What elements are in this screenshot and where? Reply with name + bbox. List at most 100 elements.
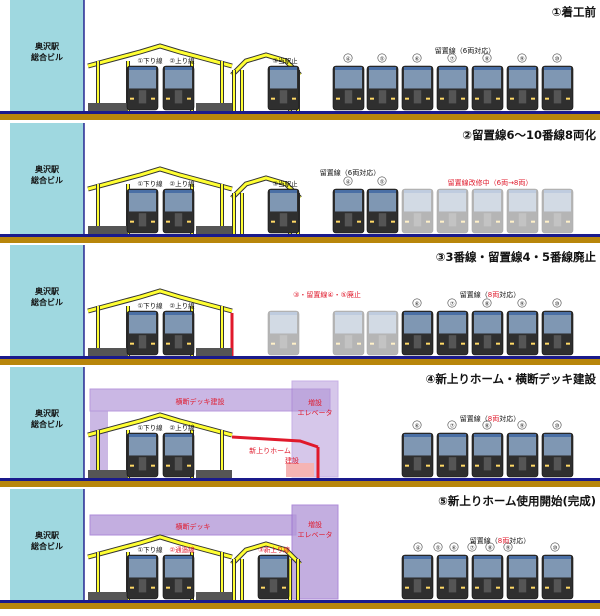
train-destination-board [165, 556, 192, 559]
train-destination-board [544, 67, 571, 70]
rail-line [0, 356, 600, 359]
station-building [10, 367, 84, 478]
track-number-text: ⑩ [555, 300, 560, 307]
storage-label-part: 留置線（ [460, 414, 488, 423]
train-track-1 [126, 432, 159, 478]
train-headlight-left [405, 220, 409, 223]
train-body [366, 310, 399, 356]
train-headlight-left [336, 342, 340, 345]
track-number-text: ⑦ [450, 55, 455, 62]
train-door [518, 579, 527, 593]
track-number: ⑧ [482, 53, 492, 63]
storage-train [541, 188, 574, 234]
building-label: 総合ビル [31, 175, 63, 185]
building-label: 総合ビル [31, 297, 63, 307]
train-door [378, 90, 387, 104]
train-headlight-left [271, 342, 275, 345]
track-number: ⑧ [482, 298, 492, 308]
train-headlight-right [426, 220, 430, 223]
train-headlight-right [566, 220, 570, 223]
train-track-3 [267, 188, 300, 234]
train-headlight-right [151, 464, 155, 467]
storage-train [436, 65, 469, 111]
train-windscreen [335, 193, 362, 212]
train-headlight-right [357, 97, 361, 100]
stage-title: ②留置線6～10番線8両化 [462, 128, 596, 142]
train-windscreen [474, 70, 501, 89]
train-door [553, 90, 562, 104]
stage-title: ③3番線・留置線4・5番線廃止 [436, 250, 597, 264]
train-windscreen [509, 193, 536, 212]
train-destination-board [369, 190, 396, 193]
track-number-text: ⑩ [553, 544, 558, 551]
train-door [138, 90, 147, 104]
train-door [279, 213, 288, 227]
storage-train [541, 65, 574, 111]
train-headlight-right [151, 342, 155, 345]
track-number-text: ⑥ [452, 545, 457, 551]
train-headlight-right [292, 97, 296, 100]
train-headlight-left [166, 220, 170, 223]
track-number: ⑦ [447, 420, 457, 430]
track-number-circle [343, 176, 353, 186]
train-windscreen [270, 193, 297, 212]
train-windscreen [544, 315, 571, 334]
train-door [518, 457, 527, 471]
train-headlight-left [370, 220, 374, 223]
track-number-text: ⑥ [415, 301, 420, 307]
train-body [401, 188, 434, 234]
train-windscreen [404, 193, 431, 212]
train-destination-board [270, 67, 297, 70]
elevator-label: 増設 [308, 398, 322, 407]
train-track-2 [162, 310, 195, 356]
train-headlight-right [391, 342, 395, 345]
new-platform-roof [231, 435, 319, 449]
train-door [413, 213, 422, 227]
train-windscreen [165, 193, 192, 212]
track-number: ⑩ [552, 420, 562, 430]
train-destination-board [165, 312, 192, 315]
storage-train [471, 432, 504, 478]
track-number-circle [433, 542, 443, 552]
track-number: ⑨ [517, 298, 527, 308]
train-headlight-right [282, 586, 286, 589]
building-label: 総合ビル [31, 541, 63, 551]
track-number: ⑥ [412, 420, 422, 430]
train-headlight-right [566, 586, 570, 589]
train-headlight-right [496, 586, 500, 589]
storage-train [366, 65, 399, 111]
track-number-circle [552, 298, 562, 308]
ground-strip [0, 359, 600, 365]
roof-beam [87, 44, 233, 68]
roof-beam [230, 176, 302, 200]
roof-beam [230, 542, 302, 566]
storage-label: 留置線（8両対応） [460, 414, 520, 423]
track-number-circle [129, 180, 137, 188]
train-destination-board [165, 434, 192, 437]
roof-beam [87, 413, 233, 437]
train-door [518, 90, 527, 104]
train-headlight-right [531, 97, 535, 100]
track-number-circle [467, 542, 477, 552]
train-destination-board [544, 312, 571, 315]
train-headlight-right [187, 342, 191, 345]
train-headlight-left [405, 464, 409, 467]
train-headlight-right [566, 97, 570, 100]
train-door [413, 457, 422, 471]
train-headlight-left [405, 97, 409, 100]
train-destination-board [404, 67, 431, 70]
train-door [138, 579, 147, 593]
train-windscreen [129, 315, 156, 334]
train-headlight-right [391, 220, 395, 223]
train-headlight-right [531, 220, 535, 223]
train-door [518, 213, 527, 227]
train-door [344, 90, 353, 104]
train-headlight-left [510, 464, 514, 467]
storage-train [541, 310, 574, 356]
storage-label-part: 8両 [498, 537, 509, 545]
train-track-1 [126, 65, 159, 111]
track-number: ⑨ [503, 542, 513, 552]
train-track-3-removed [267, 310, 300, 356]
track-number: ④ [343, 53, 353, 63]
